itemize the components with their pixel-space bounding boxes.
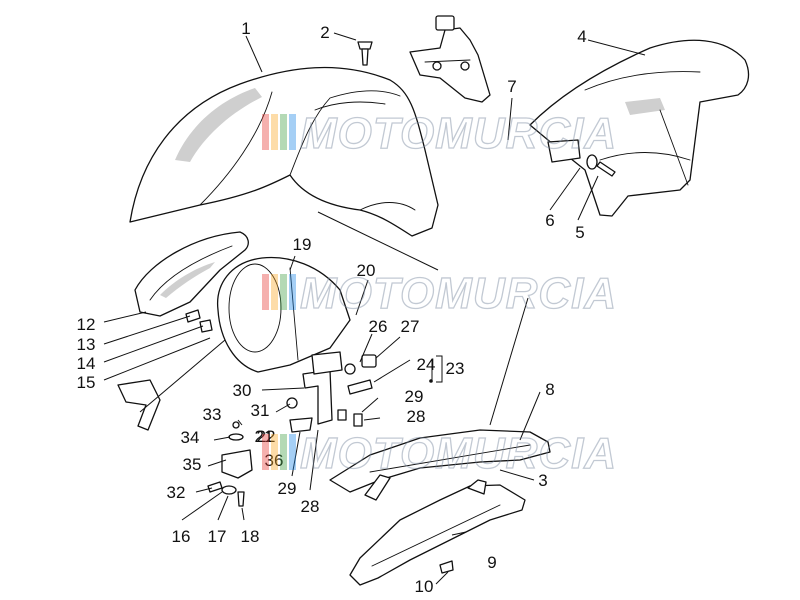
- callout-15: 15: [77, 373, 96, 392]
- callout-14: 14: [77, 354, 96, 373]
- callout-1: 1: [241, 19, 250, 38]
- watermark-bottom: MOTOMURCIA: [262, 428, 617, 479]
- lower-cover-9: [349, 479, 526, 586]
- screw-2: [357, 41, 373, 66]
- headlight-shroud-19: [216, 256, 351, 373]
- watermark-middle: MOTOMURCIA: [262, 268, 617, 319]
- lower-hardware: [207, 421, 253, 507]
- hardware-5-6-7: [547, 139, 616, 177]
- callout-28-upper: 28: [407, 407, 426, 426]
- callout-22: 22: [257, 427, 276, 446]
- callout-6: 6: [545, 211, 554, 230]
- callout-8: 8: [545, 380, 554, 399]
- callout-12: 12: [77, 315, 96, 334]
- callout-13: 13: [77, 335, 96, 354]
- callout-5: 5: [575, 223, 584, 242]
- headlight-bezel-12: [134, 231, 249, 317]
- leader-lines: [103, 32, 646, 585]
- watermark-text-bottom: MOTOMURCIA: [300, 429, 617, 478]
- callout-4: 4: [577, 27, 586, 46]
- bracket-hardware: [286, 351, 377, 433]
- callout-34: 34: [181, 428, 200, 447]
- callout-28-lower: 28: [301, 497, 320, 516]
- callout-30: 30: [233, 381, 252, 400]
- callout-2: 2: [320, 23, 329, 42]
- callout-26: 26: [369, 317, 388, 336]
- callout-23: 23: [446, 359, 465, 378]
- front-mudguard: [129, 66, 439, 237]
- clips-13-14-15: [117, 309, 213, 431]
- callout-32: 32: [167, 483, 186, 502]
- callout-16: 16: [172, 527, 191, 546]
- callout-20: 20: [357, 261, 376, 280]
- callout-labels: 1 2 3 4 5 6 7 8 9 10 12 13 14 15 16 17 1…: [77, 19, 587, 596]
- callout-31: 31: [251, 401, 270, 420]
- callout-19: 19: [293, 235, 312, 254]
- mudguard-mount-bracket: [409, 15, 491, 103]
- callout-7: 7: [507, 77, 516, 96]
- callout-17: 17: [208, 527, 227, 546]
- callout-10: 10: [415, 577, 434, 596]
- chain-guard-3: [329, 429, 551, 501]
- callout-21: 21: [255, 427, 274, 446]
- callout-29-upper: 29: [405, 387, 424, 406]
- callout-24: 24: [417, 355, 436, 374]
- watermark-text-top: MOTOMURCIA: [300, 109, 617, 158]
- callout-18: 18: [241, 527, 260, 546]
- callout-36: 36: [265, 451, 284, 470]
- callout-33: 33: [203, 405, 222, 424]
- callout-brace-23-24: [429, 355, 443, 383]
- callout-9: 9: [487, 553, 496, 572]
- watermark-top: MOTOMURCIA: [262, 108, 617, 159]
- watermark-text-middle: MOTOMURCIA: [300, 269, 617, 318]
- callout-3: 3: [538, 471, 547, 490]
- callout-27: 27: [401, 317, 420, 336]
- callout-29-lower: 29: [278, 479, 297, 498]
- rear-mudguard: [529, 39, 750, 217]
- callout-35: 35: [183, 455, 202, 474]
